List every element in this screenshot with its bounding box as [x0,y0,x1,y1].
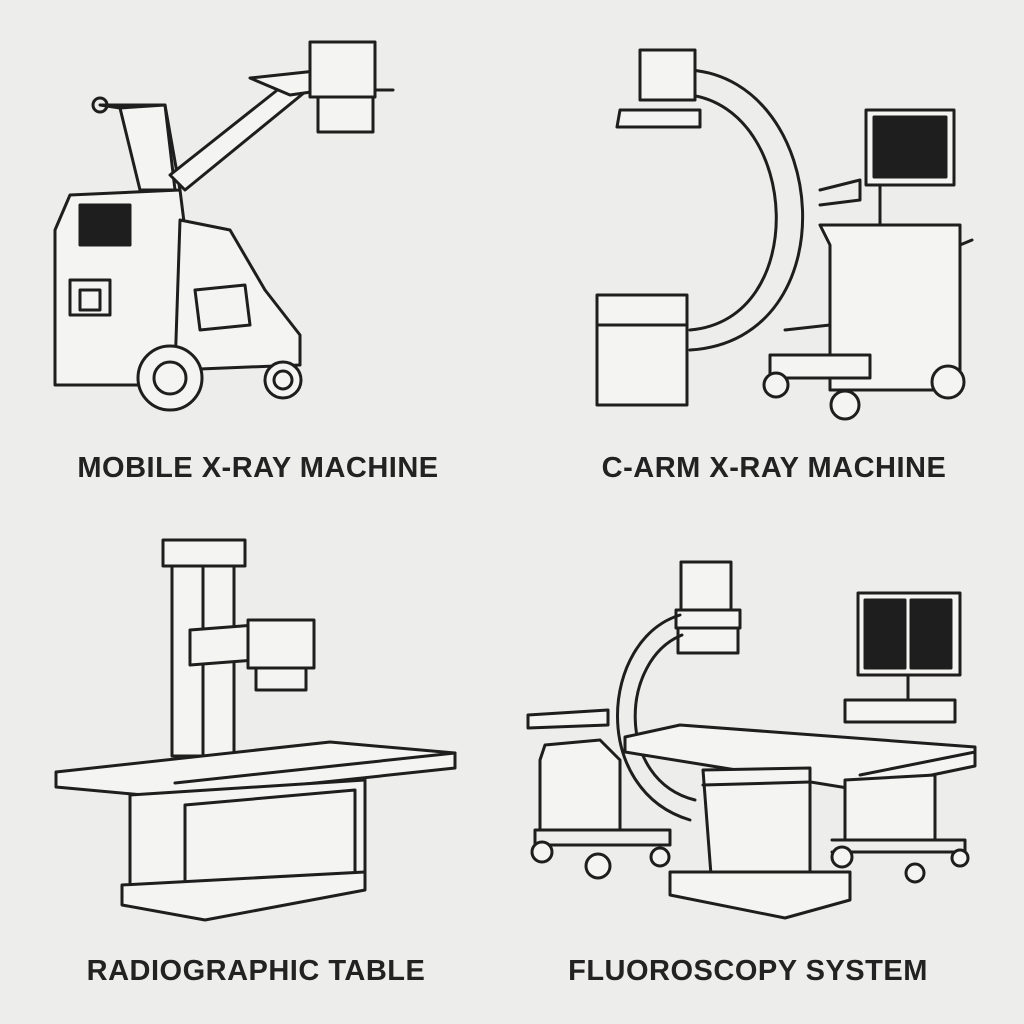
fluoroscopy-system-label: FLUOROSCOPY SYSTEM [568,955,928,987]
fluoroscopy-system-drawing [526,560,977,920]
mobile-xray-machine-label: MOBILE X-RAY MACHINE [77,452,439,484]
radiographic-table-label: RADIOGRAPHIC TABLE [86,955,426,987]
c-arm-xray-machine-drawing [595,48,974,421]
mobile-xray-machine-drawing [53,40,395,412]
c-arm-xray-machine-label: C-ARM X-RAY MACHINE [601,452,947,484]
radiographic-table-drawing [54,538,457,922]
